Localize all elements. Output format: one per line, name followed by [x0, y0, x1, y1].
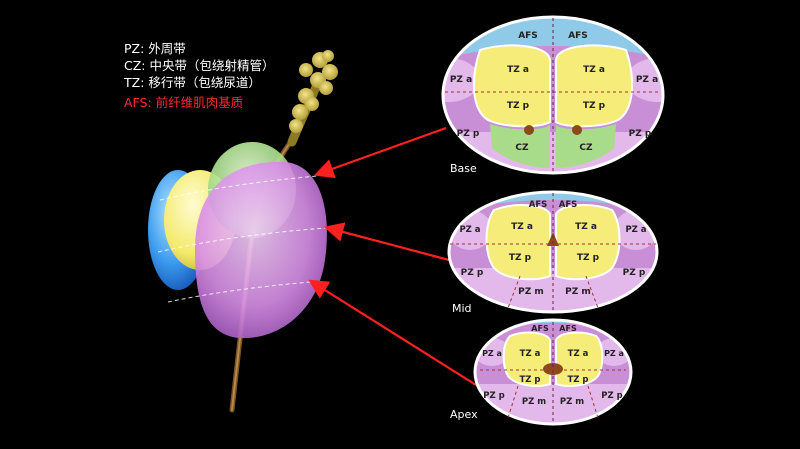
legend-pz: PZ: 外周带 [124, 41, 186, 56]
apex-label-pzm-right: PZ m [560, 397, 584, 407]
apex-label-tzp-left: TZ p [519, 375, 540, 385]
mid-label-pzp-left: PZ p [461, 268, 484, 278]
mid-label-pzm-left: PZ m [518, 287, 544, 297]
mid-label-afs-right: AFS [559, 200, 578, 210]
base-label-tza-right: TZ a [583, 65, 605, 75]
apex-label-tzp-right: TZ p [567, 375, 588, 385]
base-label-pza-left: PZ a [450, 75, 472, 85]
base-label-pza-right: PZ a [636, 75, 658, 85]
prostate-3d-illustration [148, 50, 338, 413]
zone-legend: PZ: 外周带 CZ: 中央带（包绕射精管） TZ: 移行带（包绕尿道） AFS… [124, 40, 275, 111]
base-label-pzp-right: PZ p [629, 129, 652, 139]
base-label-afs-left: AFS [518, 31, 538, 41]
apex-label-tza-left: TZ a [520, 349, 541, 359]
mid-label-pza-left: PZ a [459, 225, 480, 235]
legend-cz: CZ: 中央带（包绕射精管） [124, 58, 275, 73]
seminal-vesicle [287, 50, 338, 147]
apex-label-pzp-right: PZ p [601, 391, 622, 401]
section-planes [157, 175, 327, 303]
apex-section: AFS AFS TZ a TZ a TZ p TZ p PZ a PZ a PZ… [450, 318, 633, 426]
apex-title: Apex [450, 408, 478, 421]
apex-label-afs-right: AFS [559, 324, 577, 333]
mid-label-afs-left: AFS [529, 200, 548, 210]
pz-zone-3d [195, 161, 327, 339]
apex-label-tza-right: TZ a [568, 349, 589, 359]
mid-label-tzp-right: TZ p [577, 253, 600, 263]
base-label-tzp-right: TZ p [583, 101, 606, 111]
legend-afs: AFS: 前纤维肌肉基质 [124, 95, 244, 110]
section-arrows [308, 126, 477, 386]
base-label-cz-left: CZ [515, 143, 529, 153]
base-label-cz-right: CZ [579, 143, 593, 153]
mid-label-tza-left: TZ a [511, 222, 533, 232]
apex-label-afs-left: AFS [531, 324, 549, 333]
base-section: AFS AFS TZ a TZ a TZ p TZ p CZ CZ PZ a P… [441, 15, 665, 175]
mid-label-tzp-left: TZ p [509, 253, 532, 263]
mid-label-pzm-right: PZ m [565, 287, 591, 297]
mid-section: AFS AFS TZ a TZ a TZ p TZ p PZ a PZ a PZ… [447, 190, 659, 315]
base-label-pzp-left: PZ p [457, 129, 480, 139]
mid-label-pzp-right: PZ p [623, 268, 646, 278]
apex-label-pza-right: PZ a [604, 349, 624, 358]
apex-label-pzp-left: PZ p [483, 391, 504, 401]
apex-label-pza-left: PZ a [482, 349, 502, 358]
base-title: Base [450, 162, 477, 175]
base-label-tza-left: TZ a [507, 65, 529, 75]
base-label-afs-right: AFS [568, 31, 588, 41]
legend-tz: TZ: 移行带（包绕尿道） [124, 75, 261, 90]
base-label-tzp-left: TZ p [507, 101, 530, 111]
mid-label-tza-right: TZ a [575, 222, 597, 232]
mid-label-pza-right: PZ a [625, 225, 646, 235]
apex-label-pzm-left: PZ m [522, 397, 546, 407]
mid-title: Mid [452, 302, 472, 315]
